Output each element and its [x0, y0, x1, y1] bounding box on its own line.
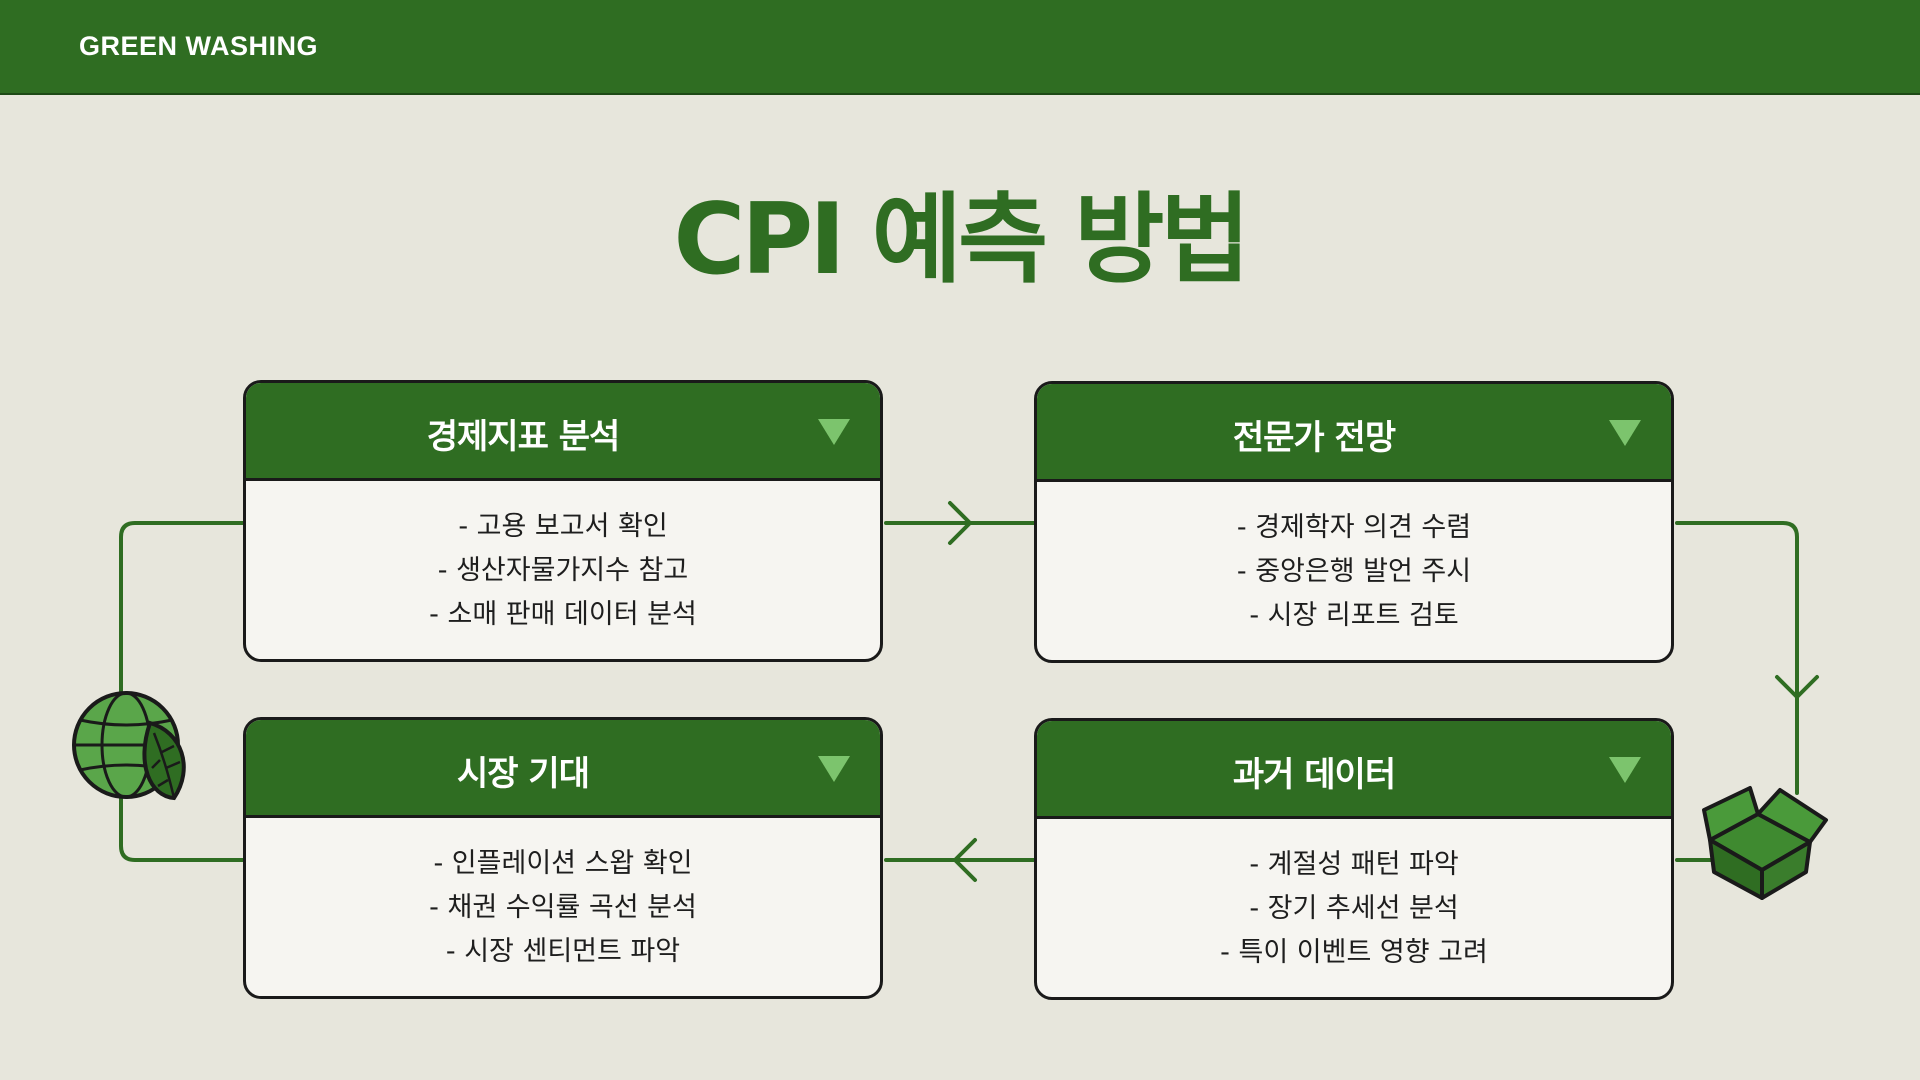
card-historical-data: 과거 데이터 - 계절성 패턴 파악 - 장기 추세선 분석 - 특이 이벤트 … [1034, 718, 1674, 1000]
card-body: - 계절성 패턴 파악 - 장기 추세선 분석 - 특이 이벤트 영향 고려 [1037, 819, 1671, 975]
list-item: - 시장 리포트 검토 [1249, 600, 1459, 631]
list-item: - 고용 보고서 확인 [458, 511, 668, 542]
card-title: 전문가 전망 [1232, 418, 1396, 458]
list-item: - 시장 센티먼트 파악 [445, 936, 681, 967]
list-item: - 중앙은행 발언 주시 [1236, 556, 1472, 587]
list-item: - 경제학자 의견 수렴 [1236, 512, 1472, 543]
card-body: - 고용 보고서 확인 - 생산자물가지수 참고 - 소매 판매 데이터 분석 [246, 481, 880, 637]
card-title: 과거 데이터 [1232, 755, 1396, 795]
triangle-down-icon[interactable] [818, 756, 850, 782]
triangle-down-icon[interactable] [818, 419, 850, 445]
card-header: 과거 데이터 [1037, 721, 1671, 819]
card-economic-indicators: 경제지표 분석 - 고용 보고서 확인 - 생산자물가지수 참고 - 소매 판매… [243, 380, 883, 662]
list-item: - 장기 추세선 분석 [1249, 893, 1459, 924]
card-header: 전문가 전망 [1037, 384, 1671, 482]
arrow-right-icon [948, 501, 972, 545]
card-body: - 경제학자 의견 수렴 - 중앙은행 발언 주시 - 시장 리포트 검토 [1037, 482, 1671, 638]
card-expert-outlook: 전문가 전망 - 경제학자 의견 수렴 - 중앙은행 발언 주시 - 시장 리포… [1034, 381, 1674, 663]
page-title: CPI 예측 방법 [673, 183, 1250, 297]
list-item: - 채권 수익률 곡선 분석 [429, 892, 697, 923]
arrow-left-icon [953, 838, 977, 882]
card-header: 시장 기대 [246, 720, 880, 818]
card-title: 경제지표 분석 [426, 417, 621, 457]
top-bar: GREEN WASHING [0, 0, 1920, 95]
card-market-expectation: 시장 기대 - 인플레이션 스왑 확인 - 채권 수익률 곡선 분석 - 시장 … [243, 717, 883, 999]
list-item: - 생산자물가지수 참고 [437, 555, 689, 586]
card-body: - 인플레이션 스왑 확인 - 채권 수익률 곡선 분석 - 시장 센티먼트 파… [246, 818, 880, 974]
globe-leaf-icon [72, 691, 186, 801]
list-item: - 특이 이벤트 영향 고려 [1220, 937, 1488, 968]
list-item: - 인플레이션 스왑 확인 [433, 848, 693, 879]
arrow-down-icon [1775, 675, 1819, 699]
brand-label: GREEN WASHING [79, 31, 319, 61]
list-item: - 계절성 패턴 파악 [1249, 849, 1459, 880]
recycle-box-icon [1702, 786, 1828, 900]
card-header: 경제지표 분석 [246, 383, 880, 481]
triangle-down-icon[interactable] [1609, 420, 1641, 446]
list-item: - 소매 판매 데이터 분석 [429, 599, 697, 630]
triangle-down-icon[interactable] [1609, 757, 1641, 783]
card-title: 시장 기대 [457, 754, 590, 794]
